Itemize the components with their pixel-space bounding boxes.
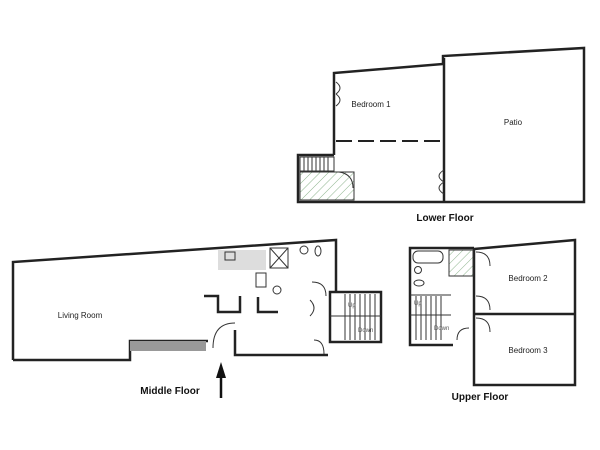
upper-left-block-wall bbox=[408, 246, 474, 347]
lower-hatched-area bbox=[299, 171, 355, 201]
middle-stairs: Up Down bbox=[330, 294, 381, 340]
upper-sink-icon bbox=[414, 266, 422, 274]
upper-stairs: Up Down bbox=[410, 294, 451, 340]
kitchen-sink-icon bbox=[224, 251, 236, 261]
patio-door bbox=[438, 169, 445, 195]
upper-floor: Up Down Bedroom 2 Bedroom 3 Upper Floor bbox=[408, 238, 577, 403]
stove-icon bbox=[255, 272, 267, 288]
floor-title-middle: Middle Floor bbox=[140, 386, 200, 397]
middle-floor: Up Down Living Room Middle Floor bbox=[11, 238, 383, 398]
bedroom1-closet-door bbox=[335, 81, 341, 107]
upper-hatched-area bbox=[448, 249, 474, 277]
room-label-bedroom-1: Bedroom 1 bbox=[351, 100, 391, 109]
toilet-icon bbox=[314, 245, 322, 257]
bathtub-icon bbox=[412, 250, 444, 264]
interior-doors bbox=[309, 281, 327, 355]
kitchen-counter bbox=[218, 250, 266, 270]
upper-doors bbox=[456, 251, 491, 341]
bathroom-sink-icon bbox=[299, 245, 309, 255]
room-label-bedroom-3: Bedroom 3 bbox=[508, 346, 548, 355]
shower-icon bbox=[269, 247, 289, 269]
room-label-bedroom-2: Bedroom 2 bbox=[508, 274, 548, 283]
kitchen-island-wall bbox=[204, 294, 242, 314]
room-label-patio: Patio bbox=[504, 118, 523, 127]
middle-south-wall bbox=[233, 330, 328, 357]
upper-bedrooms-wall bbox=[472, 238, 577, 387]
middle-stair-box bbox=[328, 290, 383, 344]
room-label-living-room: Living Room bbox=[58, 311, 103, 320]
entry-door bbox=[212, 322, 236, 349]
upper-stairs-down-label: Down bbox=[434, 326, 449, 332]
lower-outer-wall bbox=[296, 46, 586, 204]
lower-stairs bbox=[299, 156, 335, 172]
floor-title-upper: Upper Floor bbox=[452, 392, 509, 403]
upper-stairs-up-label: Up bbox=[414, 301, 422, 307]
middle-stairs-down-label: Down bbox=[358, 328, 373, 334]
upper-toilet-icon bbox=[413, 279, 425, 287]
entrance-arrow-icon bbox=[216, 362, 226, 378]
middle-outer-wall bbox=[11, 238, 338, 360]
middle-stairs-up-label: Up bbox=[348, 303, 356, 309]
lower-bath-door bbox=[338, 171, 354, 189]
gray-ledge bbox=[130, 341, 206, 351]
lower-floor: Bedroom 1 Patio Lower Floor bbox=[296, 46, 586, 224]
floor-title-lower: Lower Floor bbox=[416, 213, 473, 224]
interior-wall bbox=[256, 297, 278, 314]
powder-sink-icon bbox=[272, 285, 282, 295]
